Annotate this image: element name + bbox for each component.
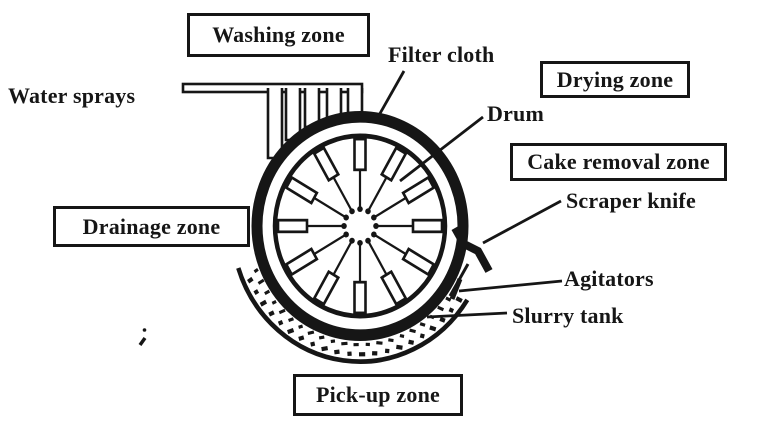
filter-cloth-leader [376,70,406,118]
leader-lines [376,70,563,319]
slurry-tank-leader [426,311,508,319]
agitator-marks [443,263,470,300]
drum-label: Drum [487,101,545,126]
drum-shell [272,133,448,319]
pickup-zone-label: Pick-up zone [293,374,463,416]
drum-leader [399,115,484,183]
water-sprays-label: Water sprays [8,83,136,108]
cake-removal-zone-label: Cake removal zone [510,143,727,181]
slurry-tank-label: Slurry tank [512,303,624,328]
agitators-label: Agitators [564,266,654,291]
water-spray-pipes [181,82,364,160]
spray-nozzle [266,88,284,160]
washing-zone-label: Washing zone [187,13,370,57]
slurry-tank-wall [236,267,470,364]
slurry-tank-group [236,267,470,364]
ink-mark [138,328,147,347]
scraper-knife-blade [451,226,493,273]
scraper-knife-label: Scraper knife [566,188,696,213]
drum-cell-spokes [276,137,444,315]
filter-cloth-label: Filter cloth [388,42,495,67]
spray-pipe-bend [346,88,364,117]
drying-zone-label: Drying zone [540,61,690,98]
agitator-blade [443,270,455,292]
scraper-knife-leader [482,199,562,245]
agitators-leader [458,279,563,293]
drum-assembly [251,110,469,342]
slurry-texture-dots [247,267,463,357]
drainage-zone-label: Drainage zone [53,206,250,247]
agitator-blade [449,278,463,300]
